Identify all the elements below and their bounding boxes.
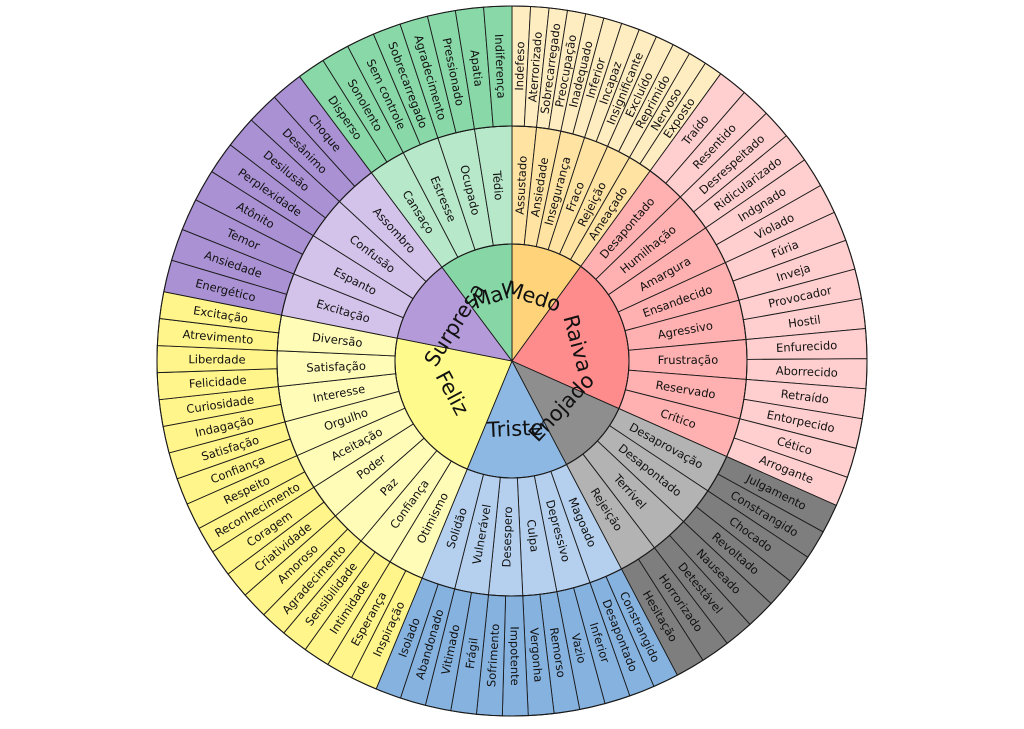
ring-border-1	[276, 125, 748, 597]
outer-label-triste-vergonha: Vergonha	[527, 627, 545, 683]
outer-label-raiva-enfurecido: Enfurecido	[776, 338, 838, 355]
mid-label-triste-culpa: Culpa	[524, 519, 542, 553]
outer-label-feliz-felicidade: Felicidade	[188, 373, 247, 391]
mid-label-medo-assustado: Assustado	[513, 155, 530, 215]
wedge-layer	[156, 5, 868, 717]
ring-border-2	[156, 5, 868, 717]
outer-label-raiva-hostil: Hostil	[787, 312, 821, 330]
outer-label-medo-aterrorizado: Aterrorizado	[525, 31, 544, 103]
mid-label-triste-desespero: Desespero	[499, 506, 515, 567]
mid-label-raiva-frustracao: Frustração	[658, 353, 719, 367]
outer-label-triste-sofrimento: Sofrimento	[484, 623, 502, 687]
outer-label-raiva-aborrecido: Aborrecido	[776, 364, 839, 380]
outer-label-feliz-atrevimento: Atrevimento	[182, 327, 254, 347]
outer-label-medo-indefeso: Indefeso	[512, 41, 527, 91]
mid-label-feliz-satisfacao: Satisfação	[306, 359, 366, 375]
outer-label-raiva-retraido: Retraído	[780, 387, 830, 407]
outer-label-triste-vazio: Vazio	[569, 632, 589, 665]
core-label-triste: Triste	[485, 416, 543, 443]
mid-label-mal-tedio: Tédio	[490, 169, 506, 201]
outer-label-mal-indiferenca: Indiferença	[492, 34, 509, 99]
mid-label-feliz-diversao: Diversão	[311, 330, 363, 350]
outer-label-triste-fragil: Frágil	[463, 637, 481, 670]
ring-border-0	[394, 243, 630, 479]
ring-layer	[156, 5, 868, 717]
outer-label-mal-apatia: Apatia	[467, 49, 485, 87]
outer-label-triste-impotente: Impotente	[507, 626, 522, 686]
outer-label-feliz-liberdade: Liberdade	[188, 352, 245, 366]
